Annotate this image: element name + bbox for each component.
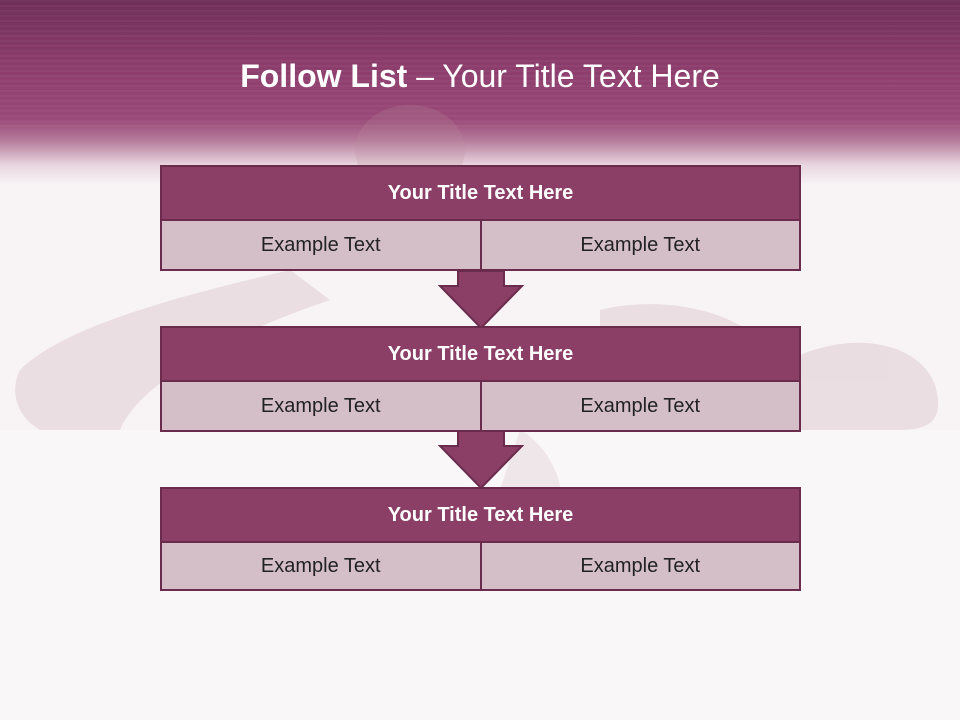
block-cell-right: Example Text: [481, 382, 801, 432]
header-stripes: [0, 0, 960, 130]
list-block-3: Your Title Text Here Example Text Exampl…: [160, 487, 801, 591]
block-cell-right: Example Text: [481, 543, 801, 591]
block-cell-left: Example Text: [160, 221, 482, 271]
block-cell-right: Example Text: [481, 221, 801, 271]
block-cell-left: Example Text: [160, 543, 482, 591]
down-arrow-icon: [438, 270, 524, 330]
header-band: [0, 0, 960, 185]
slide-title: Follow List – Your Title Text Here: [0, 56, 960, 96]
block-title: Your Title Text Here: [160, 326, 801, 382]
block-row: Example Text Example Text: [160, 221, 801, 271]
list-block-2: Your Title Text Here Example Text Exampl…: [160, 326, 801, 432]
block-title: Your Title Text Here: [160, 487, 801, 543]
block-row: Example Text Example Text: [160, 543, 801, 591]
list-block-1: Your Title Text Here Example Text Exampl…: [160, 165, 801, 271]
title-bold: Follow List: [240, 58, 408, 94]
block-row: Example Text Example Text: [160, 382, 801, 432]
block-cell-left: Example Text: [160, 382, 482, 432]
block-title: Your Title Text Here: [160, 165, 801, 221]
down-arrow-icon: [438, 430, 524, 490]
title-rest: – Your Title Text Here: [407, 58, 720, 94]
